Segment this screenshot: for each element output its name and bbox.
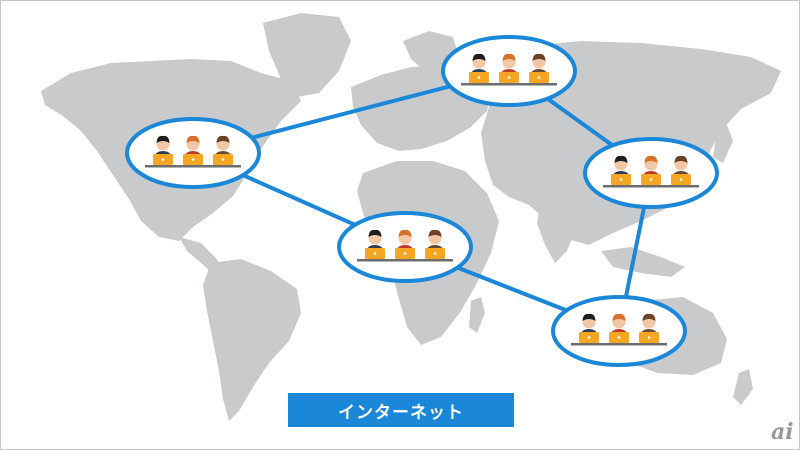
person-icon-man-brown xyxy=(213,135,233,165)
continent-new-zealand xyxy=(733,369,753,405)
person-icon-man-brown xyxy=(529,53,549,83)
person-icon-man-dark-suit xyxy=(469,53,489,83)
node-north-america xyxy=(125,117,261,189)
person-icon-woman-red xyxy=(499,53,519,83)
person-icon-man-dark-suit xyxy=(153,135,173,165)
node-oceania xyxy=(551,295,687,367)
continent-greenland xyxy=(263,13,351,97)
person-icon-woman-red xyxy=(395,229,415,259)
person-icon-man-brown xyxy=(639,313,659,343)
continent-japan xyxy=(713,125,733,163)
person-icon-woman-red xyxy=(183,135,203,165)
desk-line xyxy=(571,343,667,346)
node-east-asia xyxy=(583,137,719,209)
internet-label: インターネット xyxy=(288,393,514,427)
node-africa xyxy=(337,211,473,283)
person-icon-man-dark-suit xyxy=(579,313,599,343)
continent-india xyxy=(537,201,577,263)
person-icon-woman-red xyxy=(641,155,661,185)
person-icon-man-dark-suit xyxy=(611,155,631,185)
desk-line xyxy=(461,83,557,86)
desk-line xyxy=(357,259,453,262)
person-icon-man-brown xyxy=(425,229,445,259)
ai-watermark-logo: ai xyxy=(771,419,794,445)
continent-se-asia xyxy=(601,247,685,277)
person-icon-man-dark-suit xyxy=(365,229,385,259)
person-icon-man-brown xyxy=(671,155,691,185)
continent-south-america xyxy=(203,259,301,421)
node-europe xyxy=(441,35,577,107)
continent-madagascar xyxy=(469,297,485,333)
desk-line xyxy=(145,165,241,168)
desk-line xyxy=(603,185,699,188)
person-icon-woman-red xyxy=(609,313,629,343)
network-nodes xyxy=(125,35,719,367)
